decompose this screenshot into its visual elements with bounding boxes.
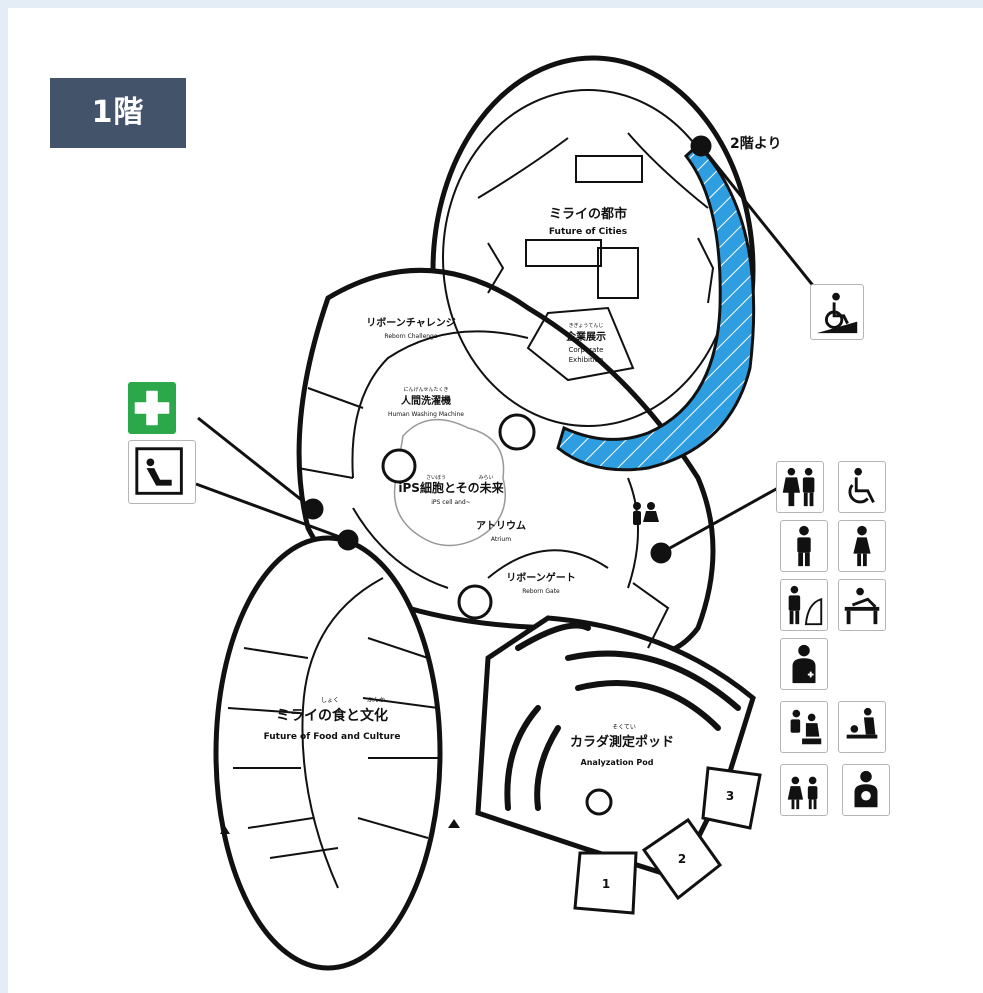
label-reborn-gate-en: Reborn Gate	[522, 588, 560, 595]
wheelchair-ramp-area	[556, 142, 756, 472]
label-reborn-challenge-en: Reborn Challenge	[384, 333, 437, 340]
restroom-map-icon	[633, 502, 659, 525]
callouts	[195, 135, 825, 564]
floor-badge: 1階	[50, 78, 186, 148]
label-ips-furigana-2: みらい	[478, 475, 493, 481]
callout-dot-rest	[337, 529, 359, 551]
label-food-furigana-2: ぶんか	[367, 697, 385, 704]
ostomate-icon[interactable]	[780, 579, 828, 631]
room-1	[573, 851, 638, 915]
callout-dot-first-aid	[302, 498, 324, 520]
medical-care-icon[interactable]	[780, 638, 828, 690]
womens-restroom-icon[interactable]	[838, 520, 886, 572]
nursing-baby-icon[interactable]	[842, 764, 890, 816]
rest-seat-icon[interactable]	[128, 440, 196, 504]
label-pod-jp: カラダ測定ポッド	[570, 734, 674, 750]
label-room-2: 2	[678, 852, 686, 866]
label-pod-furigana: そくてい	[612, 724, 636, 731]
child-toilet-icon[interactable]	[780, 701, 828, 753]
label-washing-en: Human Washing Machine	[388, 411, 464, 418]
callout-dot-restroom	[650, 542, 672, 564]
accessible-restroom-icon[interactable]	[838, 461, 886, 513]
wheelchair-slope-icon[interactable]	[810, 284, 864, 340]
label-from-2f: 2階より	[730, 135, 781, 152]
ips-exhibit-area	[393, 418, 506, 547]
label-food-jp: ミライの食と文化	[276, 707, 388, 724]
label-food-furigana-1: しょく	[321, 697, 339, 704]
label-corporate-jp: 企業展示	[565, 330, 606, 343]
label-pod-en: Analyzation Pod	[581, 758, 654, 767]
small-rooms	[573, 766, 762, 915]
pillars	[381, 413, 613, 816]
mens-restroom-icon[interactable]	[780, 520, 828, 572]
label-ips-jp: iPS細胞とその未来	[398, 480, 504, 495]
room-2	[641, 817, 723, 901]
label-reborn-gate-jp: リボーンゲート	[506, 571, 576, 584]
label-ips-furigana-1: さいぼう	[426, 474, 446, 481]
label-washing-jp: 人間洗濯機	[401, 394, 451, 407]
diaper-change-icon[interactable]	[838, 701, 886, 753]
entrance-marker-left	[220, 826, 230, 834]
building-outline	[213, 55, 756, 971]
label-corporate-en-2: Exhibition	[569, 356, 604, 364]
room-3	[701, 766, 762, 830]
label-future-cities-jp: ミライの都市	[549, 206, 627, 222]
entrance-marker-right	[448, 819, 460, 828]
label-future-cities-en: Future of Cities	[549, 227, 627, 237]
first-aid-cross-icon[interactable]	[128, 382, 176, 434]
kids-restroom-icon[interactable]	[780, 764, 828, 816]
label-washing-furigana: にんげんせんたくき	[403, 386, 448, 393]
label-corporate-furigana: きぎょうてんじ	[569, 322, 604, 329]
baby-bed-icon[interactable]	[838, 579, 886, 631]
pod-arcs	[504, 622, 741, 811]
food-inner-walls	[227, 577, 439, 889]
label-room-3: 3	[726, 789, 734, 803]
floor-map-page: 1階	[8, 8, 983, 993]
callout-dot-ramp	[690, 135, 712, 157]
label-reborn-challenge-jp: リボーンチャレンジ	[366, 316, 455, 329]
label-food-en: Future of Food and Culture	[264, 732, 401, 742]
floor-map: 2階より ミライの都市 Future of Cities きぎょうてんじ 企業展…	[195, 55, 825, 971]
atrium-inner-walls	[297, 330, 670, 649]
label-ips-en: iPS cell and~	[431, 499, 471, 506]
all-gender-restroom-icon[interactable]	[776, 461, 824, 513]
label-corporate-en-1: Corporate	[569, 346, 604, 354]
label-room-1: 1	[602, 877, 610, 891]
zone-future-food	[213, 535, 443, 971]
label-atrium-en: Atrium	[491, 536, 511, 543]
label-atrium-jp: アトリウム	[476, 520, 526, 532]
